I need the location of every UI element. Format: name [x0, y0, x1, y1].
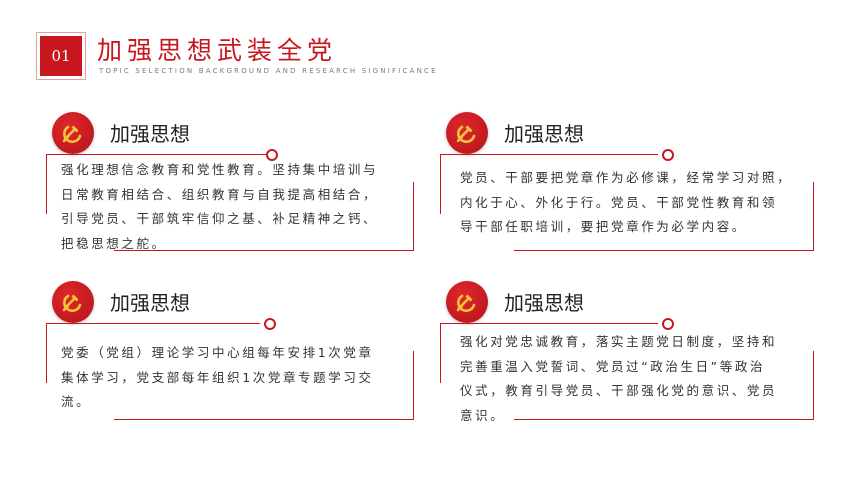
card-body: 强化对党忠诚教育，落实主题党日制度，坚持和 完善重温入党誓词、党员过“政治生日”…	[460, 334, 778, 423]
hammer-and-sickle-icon	[446, 281, 488, 323]
card-right-line	[813, 351, 814, 419]
info-card: 加强思想 强化理想信念教育和党性教育。坚持集中培训与 日常教育相结合、组织教育与…	[46, 112, 432, 262]
card-heading: 加强思想	[504, 291, 584, 315]
section-number-frame	[36, 32, 86, 80]
card-body: 党委（党组）理论学习中心组每年安排1次党章 集体学习，党支部每年组织1次党章专题…	[61, 345, 374, 409]
card-ring-marker	[662, 149, 674, 161]
hammer-and-sickle-icon	[52, 281, 94, 323]
card-top-line	[46, 323, 260, 324]
card-left-line	[440, 323, 441, 383]
page-title: 加强思想武装全党	[97, 36, 338, 65]
card-bottom-line	[514, 419, 814, 420]
info-card: 加强思想 党委（党组）理论学习中心组每年安排1次党章 集体学习，党支部每年组织1…	[46, 281, 432, 431]
card-ring-marker	[662, 318, 674, 330]
card-right-line	[413, 182, 414, 250]
card-ring-marker	[264, 318, 276, 330]
hammer-and-sickle-icon	[446, 112, 488, 154]
card-heading: 加强思想	[110, 291, 190, 315]
card-left-line	[440, 154, 441, 214]
info-card: 加强思想 强化对党忠诚教育，落实主题党日制度，坚持和 完善重温入党誓词、党员过“…	[440, 281, 826, 431]
card-top-line	[46, 154, 270, 155]
page-subtitle: TOPIC SELECTION BACKGROUND AND RESEARCH …	[99, 67, 438, 75]
card-top-line	[440, 323, 658, 324]
card-right-line	[413, 351, 414, 419]
card-left-line	[46, 323, 47, 383]
card-bottom-line	[114, 419, 414, 420]
card-top-line	[440, 154, 658, 155]
section-number-badge: 01	[40, 36, 82, 76]
card-bottom-line	[114, 250, 414, 251]
info-card: 加强思想 党员、干部要把党章作为必修课，经常学习对照， 内化于心、外化于行。党员…	[440, 112, 826, 262]
card-bottom-line	[514, 250, 814, 251]
card-right-line	[813, 182, 814, 250]
hammer-and-sickle-icon	[52, 112, 94, 154]
card-left-line	[46, 154, 47, 214]
card-heading: 加强思想	[110, 122, 190, 146]
card-body: 强化理想信念教育和党性教育。坚持集中培训与 日常教育相结合、组织教育与自我提高相…	[61, 162, 379, 251]
card-ring-marker	[266, 149, 278, 161]
card-body: 党员、干部要把党章作为必修课，经常学习对照， 内化于心、外化于行。党员、干部党性…	[460, 170, 793, 234]
section-number: 01	[51, 47, 71, 65]
card-heading: 加强思想	[504, 122, 584, 146]
